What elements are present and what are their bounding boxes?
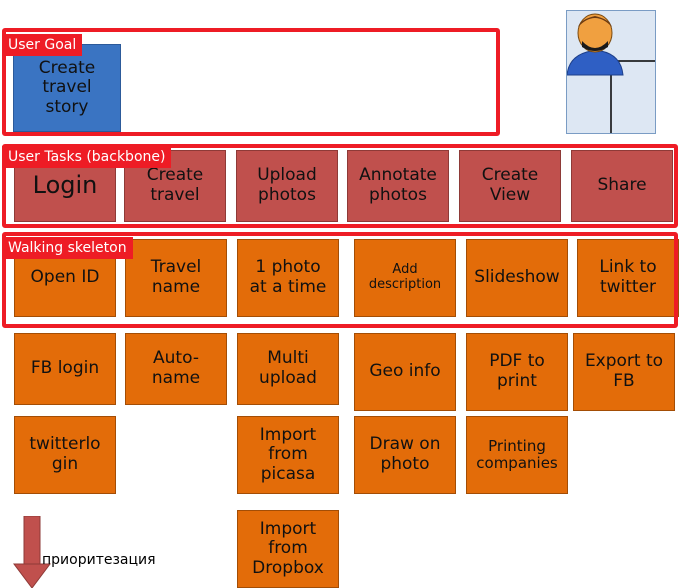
- user-tasks-label: User Tasks (backbone): [2, 146, 172, 168]
- task-card-annotate-photos: Annotate photos: [347, 150, 449, 222]
- story-card-link-to-twitter: Link to twitter: [577, 239, 679, 317]
- story-card-fb-login: FB login: [14, 333, 116, 405]
- user-tasks-frame: [2, 144, 678, 228]
- task-card-share: Share: [571, 150, 673, 222]
- task-card-create-view: Create View: [459, 150, 561, 222]
- story-card-add-description: Add description: [354, 239, 456, 317]
- walking-skeleton-label: Walking skeleton: [2, 237, 133, 259]
- goal-card-create-travel-story: Create travel story: [13, 44, 121, 132]
- story-card-export-to-fb: Export to FB: [573, 333, 675, 411]
- arrow-down-icon: [13, 516, 51, 588]
- user-goal-label: User Goal: [2, 34, 83, 56]
- story-card-slideshow: Slideshow: [466, 239, 568, 317]
- story-card-1-photo-at-a-time: 1 photo at a time: [237, 239, 339, 317]
- priority-label: приоритезация: [42, 552, 156, 568]
- story-card-draw-on-photo: Draw on photo: [354, 416, 456, 494]
- user-avatar: [566, 10, 656, 134]
- user-avatar-icon: [567, 13, 655, 133]
- walking-skeleton-frame: [2, 232, 678, 328]
- story-card-import-from-dropbox: Import from Dropbox: [237, 510, 339, 588]
- story-card-geo-info: Geo info: [354, 333, 456, 411]
- story-card-printing-companies: Printing companies: [466, 416, 568, 494]
- story-card-pdf-to-print: PDF to print: [466, 333, 568, 411]
- story-card-multi-upload: Multi upload: [237, 333, 339, 405]
- story-card-travel-name: Travel name: [125, 239, 227, 317]
- user-goal-frame: [2, 28, 500, 136]
- story-card-twitter-login: twitterlo gin: [14, 416, 116, 494]
- story-card-auto-name: Auto- name: [125, 333, 227, 405]
- story-card-import-from-picasa: Import from picasa: [237, 416, 339, 494]
- task-card-upload-photos: Upload photos: [236, 150, 338, 222]
